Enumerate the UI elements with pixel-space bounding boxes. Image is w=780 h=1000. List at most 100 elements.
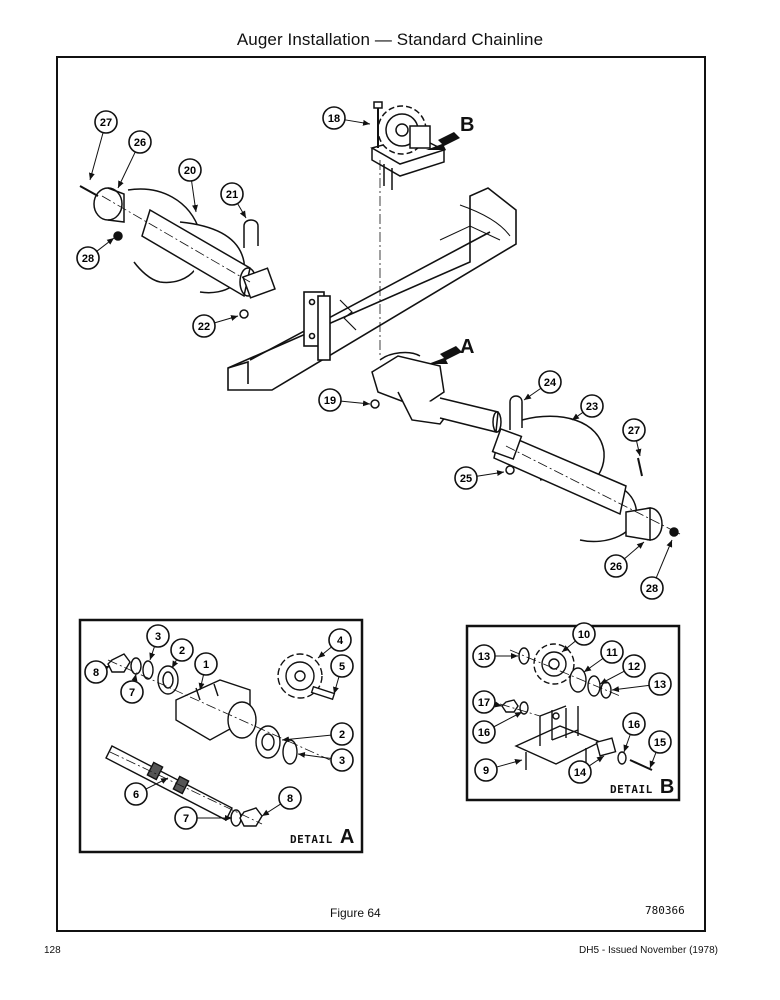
callout-circle [178,158,202,182]
callout-circle [648,672,672,696]
callout-circle [84,660,108,684]
callout-c28b: 28 [640,539,673,600]
callout-number: 17 [478,697,490,709]
callout-c25: 25 [454,466,505,490]
sprocket-b-assembly [370,101,446,190]
drawing-number: 780366 [645,904,685,917]
callout-circle [220,182,244,206]
callout-circle [538,370,562,394]
callout-da1: 1 [194,652,218,691]
callout-circle [328,628,352,652]
callout-c20: 20 [178,158,202,213]
callout-leader [523,387,542,401]
callout-number: 5 [339,661,345,673]
callout-leader [261,803,282,817]
callout-circle [474,758,498,782]
callout-leader [131,673,138,682]
callout-number: 18 [328,113,340,125]
callout-leader [476,470,505,477]
callout-circle [94,110,118,134]
callout-leader [344,119,371,126]
callout-number: 22 [198,321,210,333]
callout-circle [278,786,302,810]
callout-circle [580,394,604,418]
callout-circle [124,782,148,806]
gearbox-a [370,351,502,433]
callout-circle [192,314,216,338]
callout-c27b: 27 [622,418,646,457]
callout-leader [171,659,179,669]
callout-number: 15 [654,737,666,749]
callout-number: 16 [478,727,490,739]
reference-letter-b: B [460,114,475,136]
callout-circle [330,748,354,772]
callout-da8a: 8 [84,660,111,684]
callout-db12: 12 [599,654,646,685]
callout-db13a: 13 [472,644,518,668]
callout-circle [76,246,100,270]
callout-leader [583,657,604,673]
callout-circle [120,680,144,704]
callout-leader [333,676,340,695]
callout-number: 2 [339,729,345,741]
callout-number: 8 [287,793,293,805]
callout-number: 12 [628,661,640,673]
callout-c22: 22 [192,314,239,338]
callout-leader [611,684,650,693]
callout-db15: 15 [648,730,672,769]
callout-leader [297,751,332,760]
callout-da2b: 2 [281,722,354,746]
callout-leader [624,541,645,560]
callout-number: 26 [610,561,622,573]
callout-leader [317,646,332,659]
detail-a-parts [105,653,336,827]
callout-number: 9 [483,765,489,777]
callout-circle [174,806,198,830]
callout-da3b: 3 [297,748,354,772]
callout-leader [599,670,625,685]
callout-number: 28 [82,253,94,265]
callout-db14: 14 [568,755,605,784]
callout-da6: 6 [124,777,169,806]
callout-circle [604,554,628,578]
callout-circle [318,388,342,412]
callout-number: 7 [129,687,135,699]
callout-c18: 18 [322,106,371,130]
figure-frame [56,56,706,932]
callout-da7b: 7 [174,806,232,830]
callout-leader [561,640,576,653]
callout-circle [472,644,496,668]
callout-db13b: 13 [611,672,672,696]
callout-number: 25 [460,473,472,485]
figure-caption: Figure 64 [330,906,381,920]
callout-circle [322,106,346,130]
callout-c26b: 26 [604,541,645,578]
callout-circle [622,712,646,736]
callout-number: 14 [574,767,587,779]
callout-leader [623,734,631,753]
callout-leader [237,203,247,219]
callout-leader [649,752,657,769]
callout-leader [191,180,198,213]
callout-circle [146,624,170,648]
callout-number: 27 [628,425,640,437]
callout-db10: 10 [561,622,596,653]
callout-leader [96,237,115,252]
callout-number: 19 [324,395,336,407]
callout-circle [170,638,194,662]
callout-leader [494,701,503,708]
auger-frame-beam [227,187,517,391]
callout-number: 3 [339,755,345,767]
callout-number: 2 [179,645,185,657]
callout-c28a: 28 [76,237,115,270]
callout-circle [572,622,596,646]
callout-circle [472,690,496,714]
callout-number: 11 [606,647,618,659]
callout-leader [496,758,523,768]
callout-da3a: 3 [146,624,170,661]
callout-number: 10 [578,629,590,641]
callout-number: 4 [337,635,344,647]
callout-circle [622,418,646,442]
callout-circle [640,576,664,600]
